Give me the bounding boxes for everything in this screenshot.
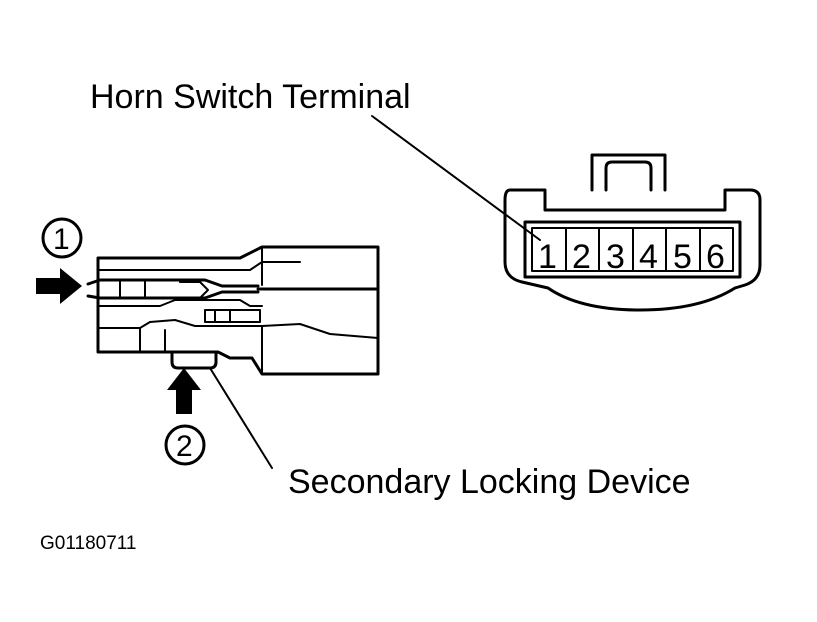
connector-side-view: [86, 245, 380, 376]
pin-2-number: 2: [572, 238, 591, 276]
step-2-arrow-icon: [167, 368, 201, 414]
pin-6-number: 6: [706, 238, 725, 276]
step-2-marker: 2: [164, 424, 206, 466]
pin-1-number: 1: [538, 238, 557, 276]
pin-4-number: 4: [639, 238, 658, 276]
step-2-number: 2: [176, 430, 193, 463]
secondary-locking-device-label: Secondary Locking Device: [288, 463, 691, 501]
figure-code: G01180711: [40, 533, 137, 554]
secondary-locking-leader-line: [209, 367, 273, 469]
step-1-marker: 1: [41, 217, 83, 259]
pin-3-number: 3: [606, 238, 625, 276]
step-1-arrow-icon: [36, 268, 82, 304]
horn-switch-terminal-label: Horn Switch Terminal: [90, 78, 411, 116]
step-1-number: 1: [53, 223, 70, 256]
pin-5-number: 5: [673, 238, 692, 276]
connector-face: 1 2 3 4 5 6: [503, 153, 762, 312]
horn-switch-leader-line: [371, 115, 541, 241]
